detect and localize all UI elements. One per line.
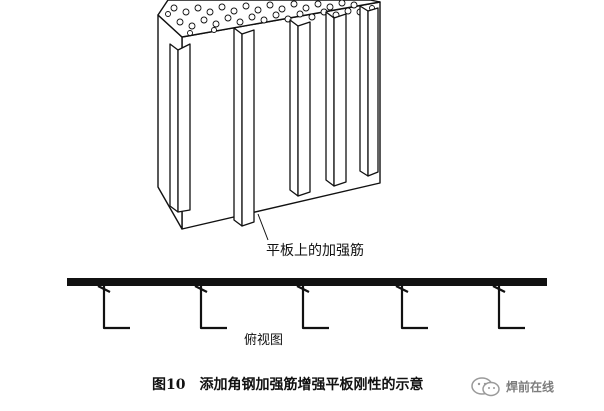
watermark: 焊前在线 bbox=[470, 374, 600, 400]
stiffener-rib bbox=[169, 43, 191, 213]
stiffener-rib bbox=[233, 27, 255, 227]
plate-front-face bbox=[181, 1, 381, 230]
perforation-pattern bbox=[165, 0, 375, 36]
plan-plate bbox=[67, 278, 547, 286]
plan-stiffeners bbox=[97, 285, 525, 330]
isometric-plate bbox=[157, 0, 381, 241]
caption-number: 图10 bbox=[152, 377, 186, 393]
stiffener-rib bbox=[289, 19, 311, 197]
plan-view bbox=[67, 278, 547, 330]
watermark-text: 焊前在线 bbox=[506, 380, 555, 394]
stiffener-label: 平板上的加强筋 bbox=[266, 243, 364, 259]
stiffener-rib bbox=[325, 11, 347, 187]
figure-caption: 图10 添加角钢加强筋增强平板刚性的示意 bbox=[152, 374, 423, 394]
caption-text: 添加角钢加强筋增强平板刚性的示意 bbox=[199, 377, 424, 393]
label-leader bbox=[257, 213, 269, 241]
plan-view-label: 俯视图 bbox=[244, 333, 284, 348]
wechat-logo-icon bbox=[471, 377, 500, 397]
stiffener-ribs bbox=[169, 5, 379, 227]
stiffener-rib bbox=[359, 5, 379, 177]
